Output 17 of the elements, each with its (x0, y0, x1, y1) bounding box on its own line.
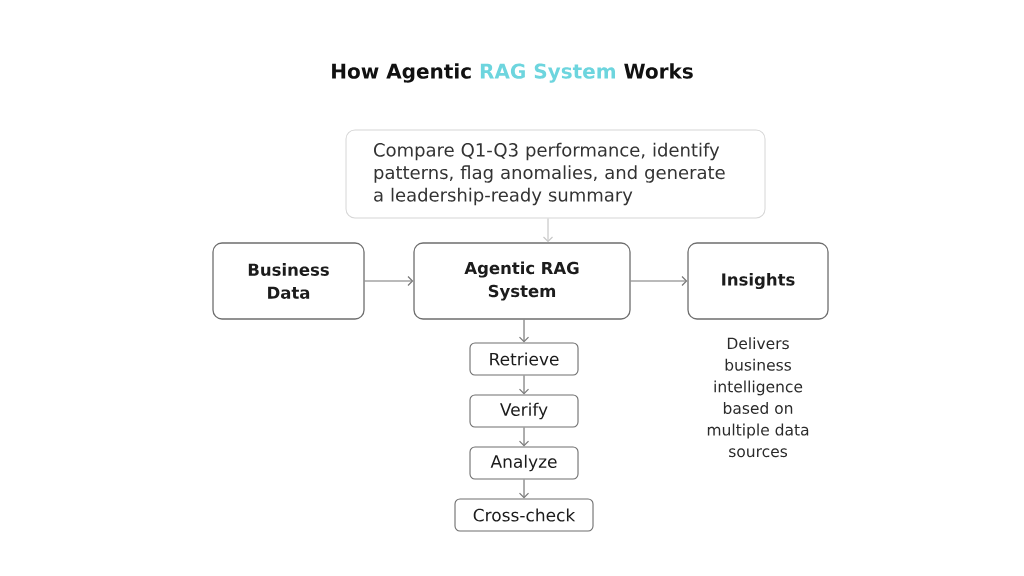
arrow (518, 478, 530, 499)
step-box: Cross-check (454, 498, 594, 532)
arrow (518, 319, 530, 343)
step-box: Retrieve (469, 342, 579, 376)
process-box: Insights (687, 242, 829, 320)
arrow (518, 426, 530, 447)
process-box: Agentic RAG System (413, 242, 631, 320)
step-box: Analyze (469, 446, 579, 480)
title: How Agentic RAG System Works (332, 63, 693, 83)
step-box: Verify (469, 394, 579, 428)
arrow (542, 217, 554, 243)
node-caption: Delivers business intelligence based on multiple data sources (707, 337, 809, 458)
process-box: Business Data (212, 242, 365, 320)
arrow (518, 374, 530, 395)
prompt-box: Compare Q1-Q3 performance, identify patterns, flag anomalies, and generate a leadership-ready summary (345, 129, 766, 219)
arrow (630, 275, 688, 287)
arrow (364, 275, 414, 287)
